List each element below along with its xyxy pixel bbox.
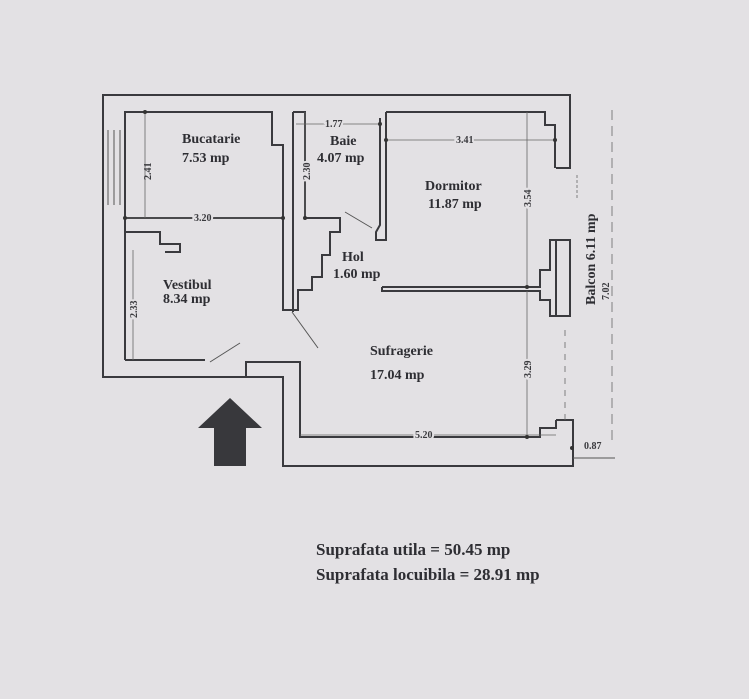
room-name-baie: Baie xyxy=(330,134,356,149)
dim-3-41: 3.41 xyxy=(456,135,474,146)
window-left xyxy=(107,130,121,205)
room-name-dormitor: Dormitor xyxy=(425,179,482,194)
inner-walls xyxy=(124,111,557,363)
room-area-vestibul: 8.34 mp xyxy=(163,292,211,307)
dim-2-30: 2.30 xyxy=(302,163,313,181)
dim-5-20: 5.20 xyxy=(415,430,433,441)
room-area-sufragerie: 17.04 mp xyxy=(370,368,425,383)
dim-3-54: 3.54 xyxy=(523,190,534,208)
room-name-bucatarie: Bucatarie xyxy=(182,132,240,147)
room-area-dormitor: 11.87 mp xyxy=(428,197,482,212)
summary-utila: Suprafata utila = 50.45 mp xyxy=(316,540,510,559)
room-name-hol: Hol xyxy=(342,250,364,265)
dim-3-29: 3.29 xyxy=(523,361,534,379)
outer-walls xyxy=(102,94,615,467)
room-area-hol: 1.60 mp xyxy=(333,267,381,282)
room-label-balcon: Balcon 6.11 mp xyxy=(584,213,599,305)
room-area-baie: 4.07 mp xyxy=(317,151,365,166)
room-name-sufragerie: Sufragerie xyxy=(370,344,433,359)
dim-0-87: 0.87 xyxy=(584,441,602,452)
room-name-vestibul: Vestibul xyxy=(163,278,212,293)
dim-2-41: 2.41 xyxy=(143,163,154,181)
dim-2-33: 2.33 xyxy=(129,301,140,319)
dim-1-77: 1.77 xyxy=(325,119,343,130)
dimension-lines xyxy=(123,110,574,450)
arrow-up-icon xyxy=(198,398,262,466)
summary-locuibila: Suprafata locuibila = 28.91 mp xyxy=(316,565,540,584)
room-area-bucatarie: 7.53 mp xyxy=(182,151,230,166)
balcony-outline xyxy=(564,110,613,440)
dim-3-20: 3.20 xyxy=(194,213,212,224)
dim-7-02: 7.02 xyxy=(601,283,612,301)
